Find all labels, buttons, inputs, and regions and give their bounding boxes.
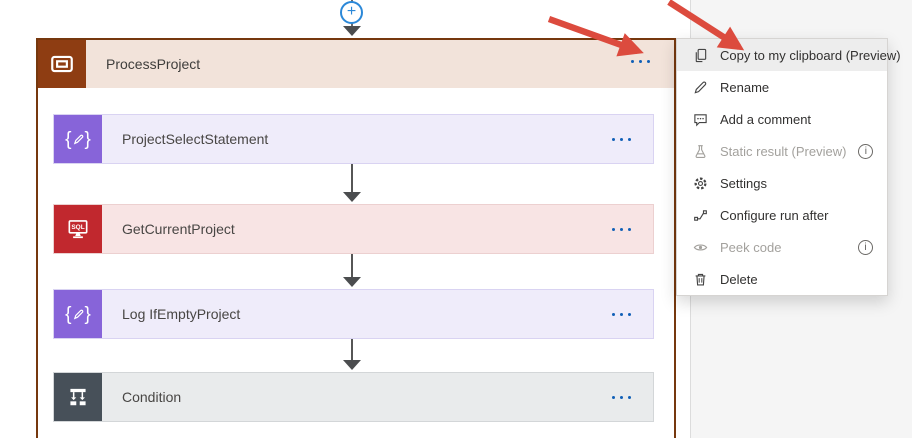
action-title: Condition bbox=[122, 389, 182, 405]
menu-item-label: Settings bbox=[720, 175, 767, 191]
connector-line bbox=[351, 164, 353, 194]
eye-icon bbox=[692, 239, 708, 255]
trash-icon bbox=[692, 271, 708, 287]
connector-arrowhead-icon bbox=[343, 192, 361, 202]
delete-menu-item[interactable]: Delete bbox=[677, 263, 887, 295]
add-comment-menu-item[interactable]: Add a comment bbox=[677, 103, 887, 135]
more-options-ellipsis[interactable] bbox=[612, 312, 631, 316]
action-card-projectselectstatement[interactable]: { } ProjectSelectStatement bbox=[53, 114, 654, 164]
action-title: GetCurrentProject bbox=[122, 221, 235, 237]
action-title: Log IfEmptyProject bbox=[122, 306, 241, 322]
static-result-menu-item: Static result (Preview) i bbox=[677, 135, 887, 167]
more-options-ellipsis[interactable] bbox=[612, 395, 631, 399]
menu-item-label: Static result (Preview) bbox=[720, 143, 847, 159]
scope-header[interactable]: ProcessProject bbox=[38, 40, 674, 88]
scope-title: ProcessProject bbox=[106, 56, 201, 72]
insert-step-button[interactable]: + bbox=[340, 1, 363, 24]
menu-item-label: Delete bbox=[720, 271, 758, 287]
comment-icon bbox=[692, 111, 708, 127]
menu-item-label: Rename bbox=[720, 79, 770, 95]
copy-icon bbox=[692, 47, 708, 63]
more-options-ellipsis[interactable] bbox=[612, 227, 631, 231]
sql-server-icon: SQL bbox=[54, 205, 102, 253]
connector-line bbox=[351, 339, 353, 362]
connector-arrowhead-icon bbox=[343, 360, 361, 370]
connector-line bbox=[351, 254, 353, 279]
menu-item-label: Copy to my clipboard (Preview) bbox=[720, 47, 901, 63]
scope-processproject: ProcessProject { } ProjectSelectStatemen… bbox=[36, 38, 676, 438]
settings-menu-item[interactable]: Settings bbox=[677, 167, 887, 199]
more-options-ellipsis[interactable] bbox=[612, 137, 631, 141]
rename-pencil-icon bbox=[692, 79, 708, 95]
context-menu: Copy to my clipboard (Preview) Rename Ad… bbox=[676, 38, 901, 296]
copy-to-clipboard-menu-item[interactable]: Copy to my clipboard (Preview) bbox=[677, 39, 901, 71]
info-icon[interactable]: i bbox=[858, 239, 873, 255]
connector-arrowhead-icon bbox=[343, 26, 361, 36]
action-card-log-ifemptyproject[interactable]: { } Log IfEmptyProject bbox=[53, 289, 654, 339]
compose-icon: { } bbox=[54, 115, 102, 163]
info-icon[interactable]: i bbox=[858, 143, 874, 159]
rename-menu-item[interactable]: Rename bbox=[677, 71, 887, 103]
configure-run-after-menu-item[interactable]: Configure run after bbox=[677, 199, 887, 231]
compose-icon: { } bbox=[54, 290, 102, 338]
connector-arrowhead-icon bbox=[343, 277, 361, 287]
menu-item-label: Configure run after bbox=[720, 207, 829, 223]
svg-text:SQL: SQL bbox=[71, 224, 84, 231]
scope-icon bbox=[38, 40, 86, 88]
menu-item-label: Peek code bbox=[720, 239, 782, 255]
gear-icon bbox=[692, 175, 708, 191]
flask-icon bbox=[692, 143, 708, 159]
menu-item-label: Add a comment bbox=[720, 111, 812, 127]
action-card-getcurrentproject[interactable]: SQL GetCurrentProject bbox=[53, 204, 654, 254]
more-options-ellipsis[interactable] bbox=[631, 60, 650, 63]
peek-code-menu-item: Peek code i bbox=[677, 231, 887, 263]
action-title: ProjectSelectStatement bbox=[122, 131, 269, 147]
condition-icon bbox=[54, 373, 102, 421]
action-card-condition[interactable]: Condition bbox=[53, 372, 654, 422]
run-after-icon bbox=[692, 207, 708, 223]
